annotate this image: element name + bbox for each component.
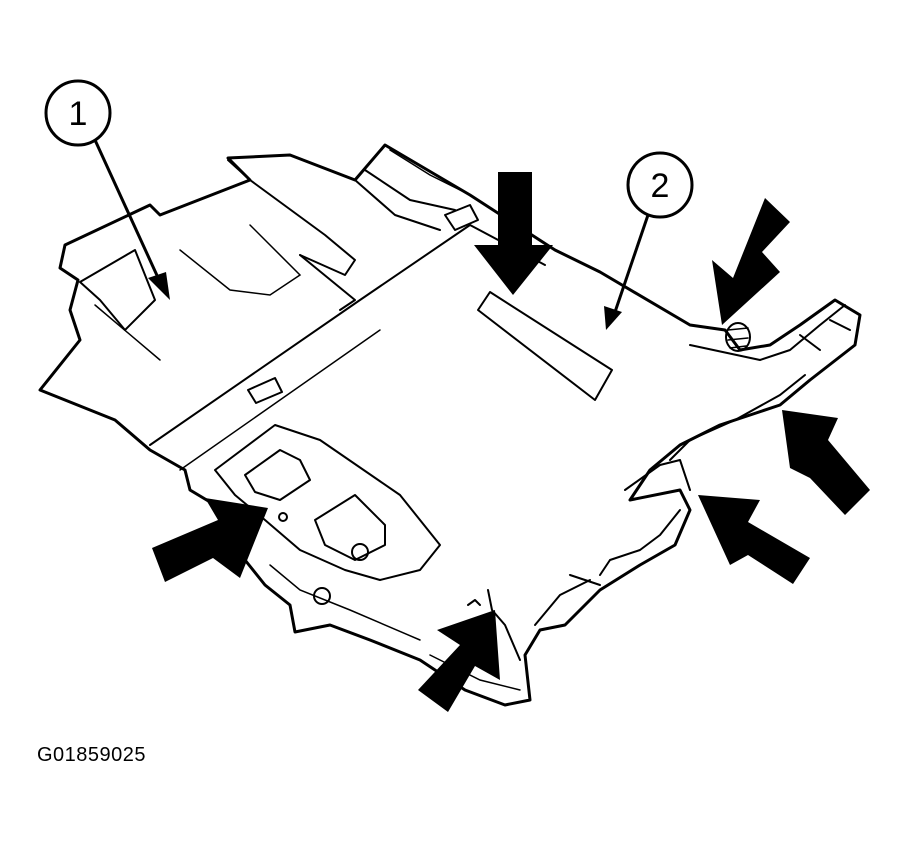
callout-1: 1 [44,79,170,300]
locator-arrow-lower-left [152,498,268,582]
locator-arrow-bolt [712,198,790,325]
locator-arrows [152,172,870,712]
figure-id-label: G01859025 [37,744,147,766]
locator-arrow-right-lower [698,495,810,584]
callout-2-number: 2 [651,167,670,205]
fastener-bolt [725,322,751,352]
splash-shield-panel [38,143,862,707]
callout-1-number: 1 [69,95,88,133]
locator-arrow-right-upper [782,410,870,515]
locator-arrow-top-center [474,172,553,295]
locator-arrow-bottom [418,610,500,712]
callout-2: 2 [604,151,694,330]
